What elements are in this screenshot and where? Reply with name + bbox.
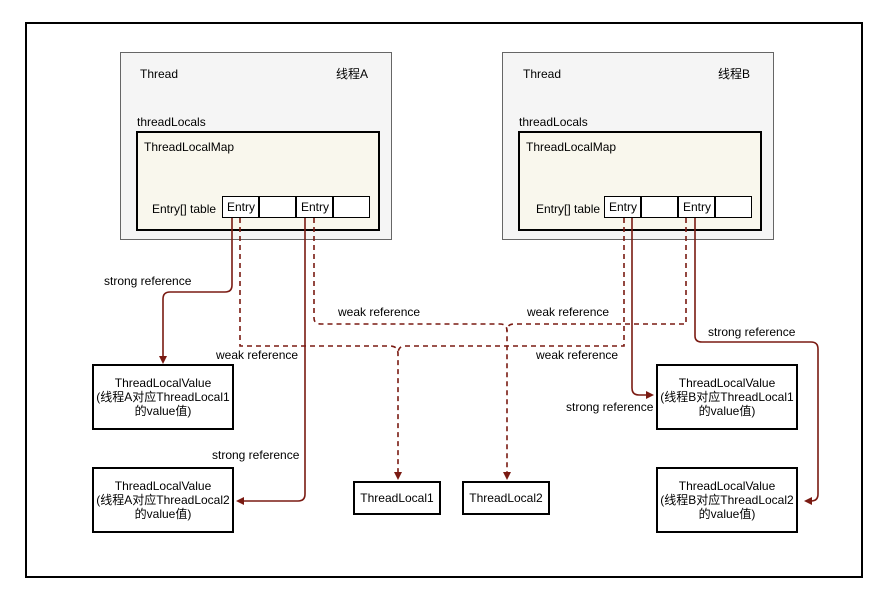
label-strong-b2: strong reference xyxy=(708,325,796,339)
label-strong-a2: strong reference xyxy=(212,448,300,462)
value-b1-line1: ThreadLocalValue xyxy=(678,376,776,390)
thread-b-entry-1 xyxy=(641,196,678,218)
thread-a-entry-1 xyxy=(259,196,296,218)
thread-a-map-label: ThreadLocalMap xyxy=(144,140,235,154)
value-b2-line3: 的value值) xyxy=(698,507,756,521)
thread-b-entry-2: Entry xyxy=(678,196,715,218)
value-box-a1: ThreadLocalValue (线程A对应ThreadLocal1 的val… xyxy=(92,364,234,430)
weak-ref-a1 xyxy=(239,218,402,480)
value-a2-line2: (线程A对应ThreadLocal2 xyxy=(96,493,230,507)
thread-b-name: 线程B xyxy=(718,67,751,81)
value-a2-line3: 的value值) xyxy=(134,507,192,521)
label-weak-a2: weak reference xyxy=(338,305,421,319)
thread-b-table-label: Entry[] table xyxy=(536,202,601,216)
thread-a-entry-3 xyxy=(333,196,370,218)
value-b2-line1: ThreadLocalValue xyxy=(678,479,776,493)
value-b1-line2: (线程B对应ThreadLocal1 xyxy=(660,390,794,404)
strong-ref-b2 xyxy=(694,218,819,505)
thread-b-entry-3 xyxy=(715,196,752,218)
thread-b-map-label: ThreadLocalMap xyxy=(526,140,617,154)
weak-ref-b2 xyxy=(506,218,687,332)
weak-ref-b1 xyxy=(397,218,625,355)
value-b2-line2: (线程B对应ThreadLocal2 xyxy=(660,493,794,507)
label-weak-b2: weak reference xyxy=(527,305,610,319)
value-box-a2: ThreadLocalValue (线程A对应ThreadLocal2 的val… xyxy=(92,467,234,533)
value-box-b1: ThreadLocalValue (线程B对应ThreadLocal1 的val… xyxy=(656,364,798,430)
value-a1-line2: (线程A对应ThreadLocal1 xyxy=(96,390,230,404)
threadlocal-2-box: ThreadLocal2 xyxy=(462,481,550,515)
diagram-frame xyxy=(25,22,863,578)
threadlocal-1-box: ThreadLocal1 xyxy=(353,481,441,515)
thread-a-name: 线程A xyxy=(336,67,369,81)
value-a2-line1: ThreadLocalValue xyxy=(114,479,212,493)
thread-a-table-label: Entry[] table xyxy=(152,202,217,216)
thread-b-title: Thread xyxy=(523,67,562,81)
strong-ref-a2 xyxy=(236,218,306,505)
value-a1-line3: 的value值) xyxy=(134,404,192,418)
label-strong-b1: strong reference xyxy=(566,400,654,414)
threadlocal-2-label: ThreadLocal2 xyxy=(469,491,543,505)
thread-a-entry-2: Entry xyxy=(296,196,333,218)
strong-ref-a1 xyxy=(159,218,233,364)
value-b1-line3: 的value值) xyxy=(698,404,756,418)
thread-a-title: Thread xyxy=(140,67,179,81)
weak-ref-a2 xyxy=(313,218,511,480)
strong-ref-b1 xyxy=(631,218,654,399)
threadlocal-1-label: ThreadLocal1 xyxy=(360,491,434,505)
value-a1-line1: ThreadLocalValue xyxy=(114,376,212,390)
thread-b-entry-0: Entry xyxy=(604,196,641,218)
thread-a-field: threadLocals xyxy=(137,115,206,129)
label-weak-a1: weak reference xyxy=(216,348,299,362)
thread-a-entry-0: Entry xyxy=(222,196,259,218)
label-strong-a1: strong reference xyxy=(104,274,192,288)
thread-b-field: threadLocals xyxy=(519,115,588,129)
label-weak-b1: weak reference xyxy=(536,348,619,362)
value-box-b2: ThreadLocalValue (线程B对应ThreadLocal2 的val… xyxy=(656,467,798,533)
